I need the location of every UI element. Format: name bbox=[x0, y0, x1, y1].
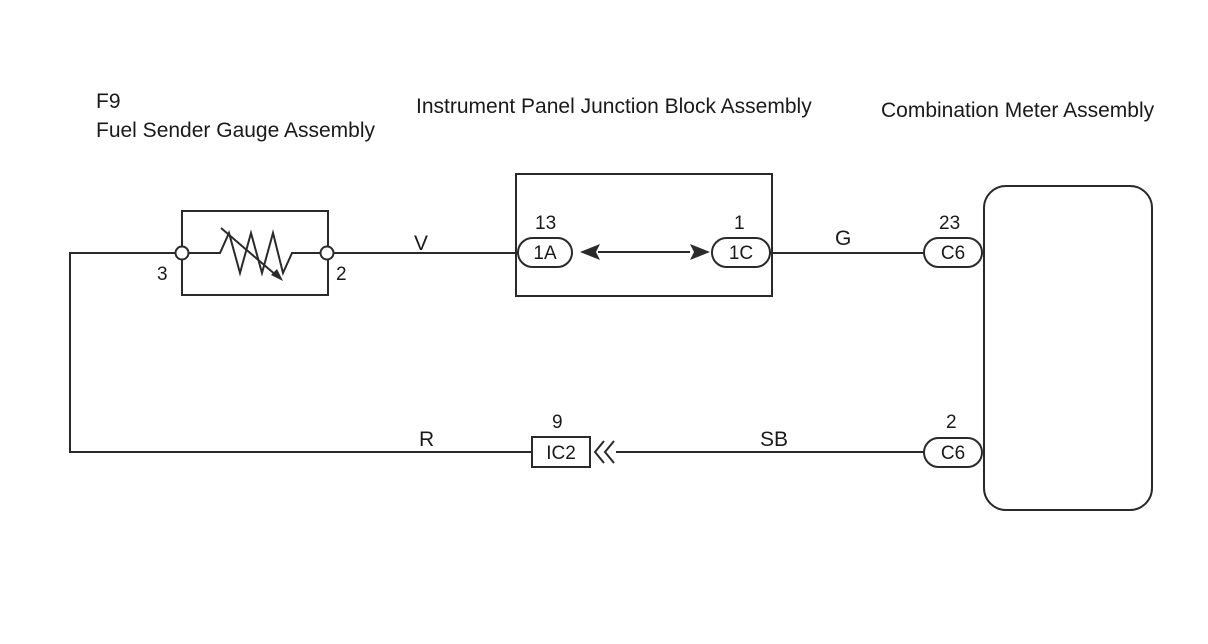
junction-block: 13 1A 1 1C bbox=[515, 173, 773, 297]
jb-left-connector-label: 1A bbox=[533, 243, 557, 264]
fuel-sender-gauge: 3 2 bbox=[157, 210, 347, 296]
wire-label-sb: SB bbox=[760, 428, 788, 451]
fuel-sender-pin-left: 3 bbox=[157, 264, 168, 285]
meter-bottom-pin-number: 2 bbox=[946, 412, 957, 433]
junction-block-box bbox=[515, 173, 773, 297]
wire-label-r: R bbox=[419, 428, 434, 451]
fuel-sender-terminal-2 bbox=[319, 245, 335, 261]
wire-r bbox=[69, 252, 532, 453]
jb-right-connector-label: 1C bbox=[729, 243, 753, 264]
fuel-sender-code: F9 bbox=[96, 90, 121, 113]
combination-meter: 23 C6 2 C6 bbox=[923, 185, 1153, 511]
fuel-sender-terminal-3 bbox=[174, 245, 190, 261]
ic-chevron-icon-2 bbox=[603, 440, 615, 464]
junction-block-title: Instrument Panel Junction Block Assembly bbox=[416, 95, 812, 118]
meter-top-connector-label: C6 bbox=[941, 243, 965, 264]
fuel-sender-pin-right: 2 bbox=[336, 264, 347, 285]
wire-label-v: V bbox=[414, 232, 428, 255]
combination-meter-box bbox=[983, 185, 1153, 511]
fuel-sender-title: Fuel Sender Gauge Assembly bbox=[96, 119, 375, 142]
inline-connector-ic2: 9 IC2 bbox=[531, 412, 615, 468]
ic-pin-number: 9 bbox=[552, 412, 563, 433]
jb-right-pin-number: 1 bbox=[734, 213, 745, 234]
jb-left-pin-number: 13 bbox=[535, 213, 556, 234]
meter-top-pin-number: 23 bbox=[939, 213, 960, 234]
variable-resistor-icon bbox=[188, 227, 320, 281]
ic-connector bbox=[531, 436, 591, 468]
combination-meter-title: Combination Meter Assembly bbox=[881, 99, 1155, 122]
wires bbox=[69, 252, 924, 453]
wire-label-g: G bbox=[835, 227, 851, 250]
jb-internal-link bbox=[580, 244, 710, 260]
ic-connector-label: IC2 bbox=[546, 443, 576, 464]
meter-bottom-connector-label: C6 bbox=[941, 443, 965, 464]
ic-chevron-icon bbox=[593, 440, 605, 464]
